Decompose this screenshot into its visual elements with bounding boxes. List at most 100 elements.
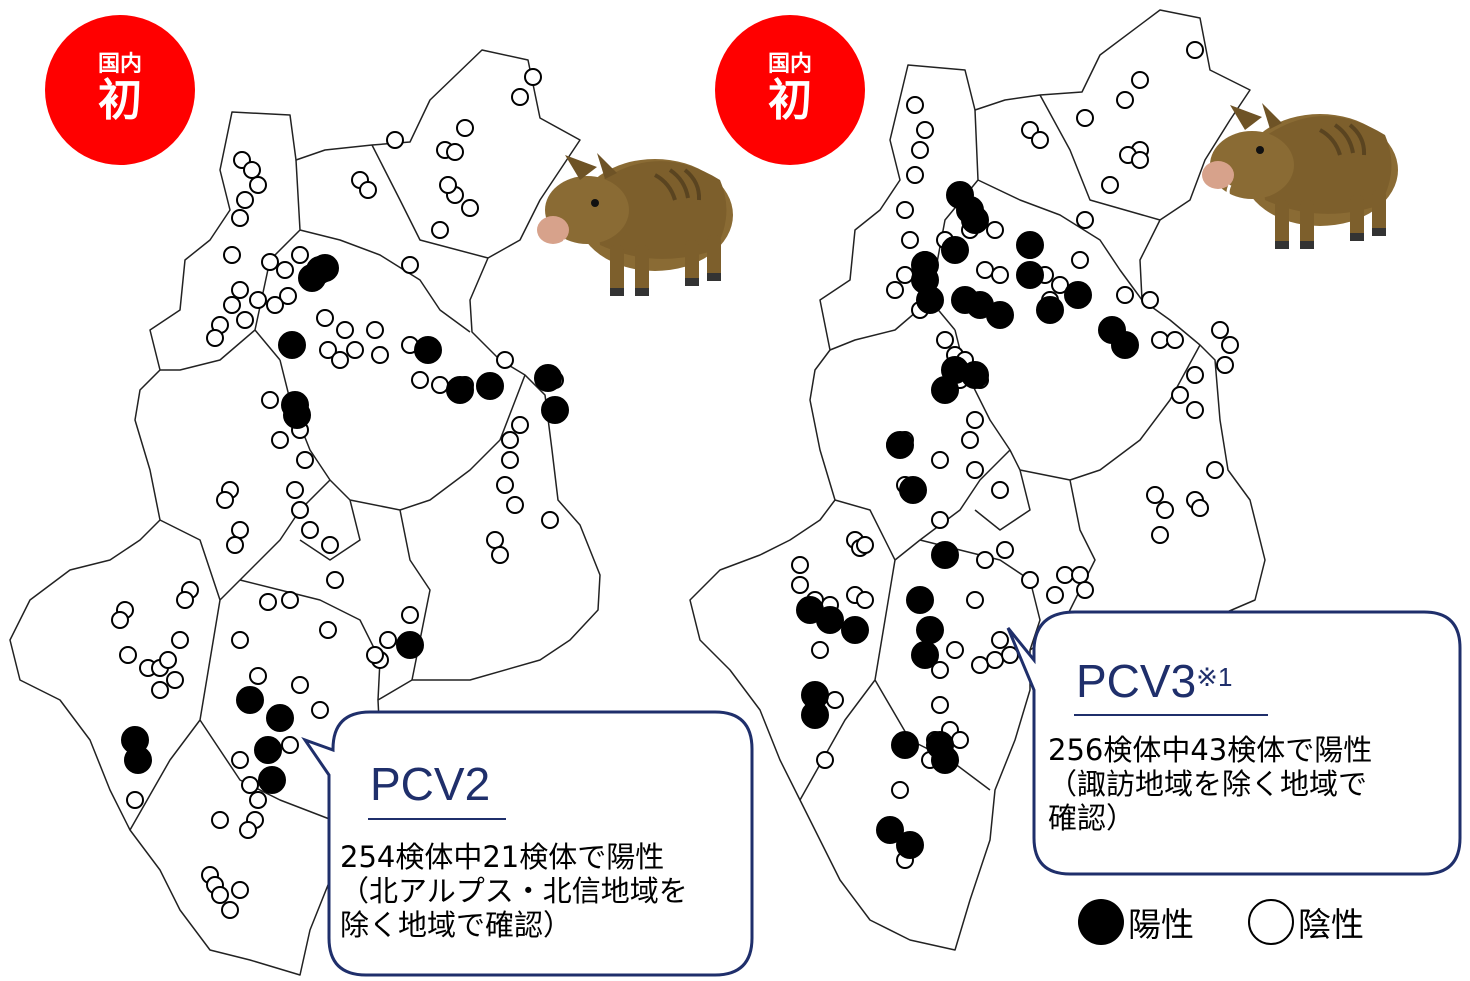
badge-big-text: 初 [768,75,812,126]
negative-sample-point [286,481,304,499]
negative-sample-point [461,199,479,217]
positive-sample-point [986,301,1014,329]
positive-sample-point [911,641,939,669]
negative-sample-point [931,696,949,714]
positive-sample-point [534,364,562,392]
negative-sample-point [971,656,989,674]
negative-dot-icon [1248,899,1294,945]
right-callout-line: （諏訪地域を除く地域で [1048,767,1368,801]
positive-sample-point [916,286,944,314]
negative-sample-point [976,551,994,569]
positive-sample-point [841,616,869,644]
right-callout-title-text: PCV3 [1076,655,1197,707]
negative-sample-point [311,701,329,719]
negative-sample-point [491,546,509,564]
positive-sample-point [446,376,474,404]
left-callout-bubble [301,710,754,977]
negative-sample-point [239,821,257,839]
wild-boar-icon [1202,103,1398,249]
positive-sample-point [278,331,306,359]
positive-sample-point [266,704,294,732]
negative-sample-point [1156,501,1174,519]
positive-sample-point [961,361,989,389]
negative-sample-point [1206,461,1224,479]
positive-sample-point [931,746,959,774]
positive-sample-point [941,236,969,264]
negative-sample-point [249,791,267,809]
right-map-outline [689,9,1266,951]
negative-sample-point [511,88,529,106]
negative-sample-point [991,266,1009,284]
negative-sample-point [249,176,267,194]
positive-sample-point [816,606,844,634]
negative-sample-point [231,631,249,649]
negative-sample-point [891,781,909,799]
negative-sample-point [321,536,339,554]
negative-sample-point [371,346,389,364]
negative-sample-point [961,431,979,449]
negative-sample-point [991,481,1009,499]
negative-sample-point [1151,331,1169,349]
negative-sample-point [966,591,984,609]
negative-sample-point [886,281,904,299]
positive-sample-point [254,736,282,764]
negative-sample-point [1046,586,1064,604]
negative-sample-point [126,791,144,809]
negative-sample-point [856,536,874,554]
negative-sample-point [171,631,189,649]
negative-sample-point [1141,291,1159,309]
left-callout-title: PCV2 [370,758,491,810]
negative-sample-point [811,641,829,659]
negative-sample-point [359,181,377,199]
negative-sample-point [243,161,261,179]
negative-sample-point [431,221,449,239]
negative-sample-point [1116,91,1134,109]
negative-sample-point [1076,211,1094,229]
negative-sample-point [791,556,809,574]
negative-sample-point [236,191,254,209]
legend-negative-label: 陰性 [1298,905,1364,944]
badge-big-text: 初 [98,75,142,126]
negative-sample-point [496,476,514,494]
negative-sample-point [223,296,241,314]
right-callout-bubble [1006,610,1462,876]
positive-sample-point [283,401,311,429]
negative-sample-point [431,376,449,394]
negative-sample-point [326,571,344,589]
negative-sample-point [223,246,241,264]
negative-sample-point [211,886,229,904]
left-sample-points [111,68,569,919]
negative-sample-point [946,641,964,659]
negative-sample-point [501,451,519,469]
positive-sample-point [1111,331,1139,359]
negative-sample-point [211,811,229,829]
negative-sample-point [996,541,1014,559]
negative-sample-point [366,646,384,664]
positive-sample-point [236,686,264,714]
negative-sample-point [916,121,934,139]
negative-sample-point [906,96,924,114]
negative-sample-point [906,166,924,184]
positive-sample-point [961,206,989,234]
negative-sample-point [249,291,267,309]
negative-sample-point [316,309,334,327]
left-callout-line: （北アルプス・北信地域を [340,874,688,908]
negative-sample-point [456,119,474,137]
negative-sample-point [271,431,289,449]
negative-sample-point [346,341,364,359]
right-callout-line: 256検体中43検体で陽性 [1048,733,1373,767]
negative-sample-point [336,321,354,339]
negative-sample-point [231,881,249,899]
negative-sample-point [296,451,314,469]
negative-sample-point [976,261,994,279]
negative-sample-point [816,751,834,769]
negative-sample-point [166,671,184,689]
negative-sample-point [1186,401,1204,419]
negative-sample-point [896,201,914,219]
negative-sample-point [1116,286,1134,304]
negative-sample-point [966,411,984,429]
positive-sample-point [1016,231,1044,259]
right-callout-footnote-mark: ※1 [1196,662,1233,692]
negative-sample-point [856,591,874,609]
